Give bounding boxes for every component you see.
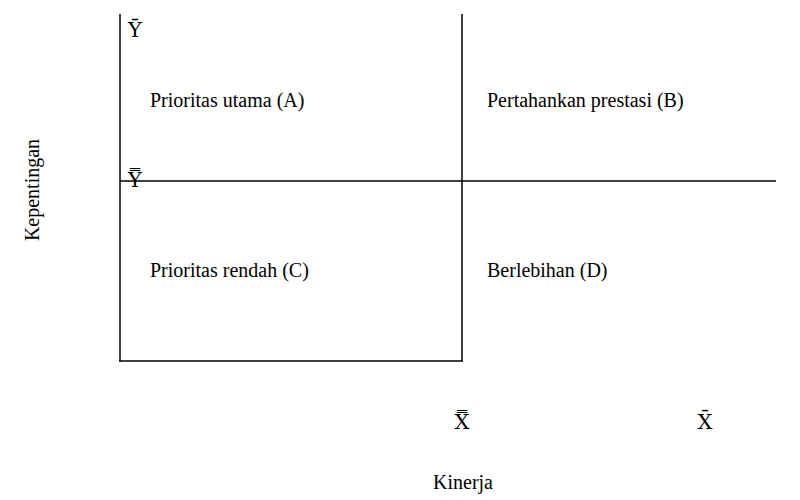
y-axis — [119, 14, 121, 361]
quadrant-label: Pertahankan prestasi (B) — [487, 88, 684, 112]
quadrant-label: Prioritas rendah (C) — [150, 258, 309, 282]
x-mean-symbol: X̄ — [698, 410, 713, 435]
y-grand-mean-symbol: Y̿ — [128, 168, 142, 193]
y-mean-symbol: Ȳ — [128, 18, 142, 43]
mean-x-line — [461, 14, 463, 361]
mean-y-line — [120, 180, 776, 182]
x-grand-mean-symbol: X̿ — [455, 410, 470, 435]
quadrant-label: Berlebihan (D) — [487, 258, 608, 282]
x-axis — [119, 360, 463, 362]
axis-title: Kepentingan — [20, 139, 44, 241]
axis-title: Kinerja — [433, 470, 493, 494]
quadrant-label: Prioritas utama (A) — [150, 88, 304, 112]
